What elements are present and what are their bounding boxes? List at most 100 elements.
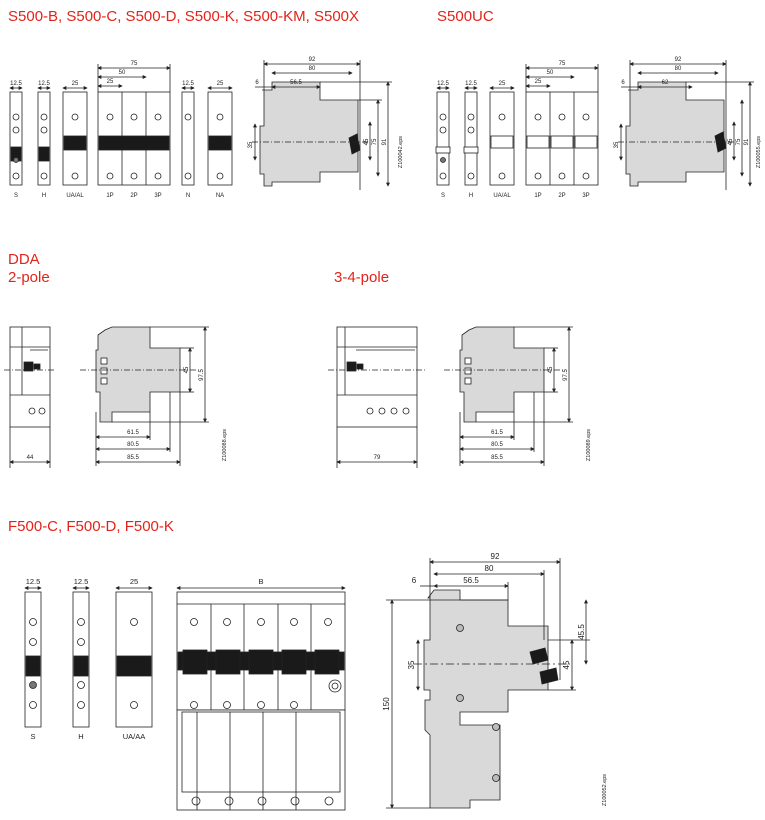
s500-module-h bbox=[37, 91, 51, 186]
svg-text:45: 45 bbox=[548, 366, 554, 373]
svg-text:2P: 2P bbox=[130, 193, 137, 199]
s500-file-ref: Z100042.eps bbox=[398, 136, 404, 168]
svg-text:25: 25 bbox=[72, 81, 79, 87]
svg-text:12.5: 12.5 bbox=[74, 577, 89, 586]
svg-text:3P: 3P bbox=[582, 193, 589, 199]
s500uc-file-ref: Z100055.eps bbox=[756, 136, 762, 168]
svg-text:62: 62 bbox=[662, 80, 669, 86]
svg-text:61.5: 61.5 bbox=[127, 430, 139, 436]
s500-side-view bbox=[252, 60, 392, 190]
svg-text:12.5: 12.5 bbox=[437, 81, 449, 87]
svg-text:N: N bbox=[186, 193, 190, 199]
dda-34pole-width: 79 bbox=[374, 455, 381, 461]
svg-text:150: 150 bbox=[382, 697, 391, 711]
f500-side-labels: 92 80 56.5 6 45.5 35 45 150 Z100052.eps bbox=[382, 552, 608, 806]
dda-2pole-side-labels: 45 97.5 61.5 80.5 85.5 Z100088.eps bbox=[127, 366, 228, 461]
svg-text:92: 92 bbox=[309, 57, 316, 63]
svg-text:92: 92 bbox=[675, 57, 682, 63]
svg-text:12.5: 12.5 bbox=[182, 81, 194, 87]
dda-34pole-front bbox=[328, 326, 426, 468]
s500-front-views bbox=[9, 64, 233, 186]
svg-text:3P: 3P bbox=[154, 193, 161, 199]
svg-text:50: 50 bbox=[547, 70, 554, 76]
svg-text:80.5: 80.5 bbox=[127, 442, 139, 448]
svg-text:UA/AA: UA/AA bbox=[123, 732, 146, 741]
s500-module-labels: S H UA/AL 1P 2P 3P N NA bbox=[14, 193, 224, 199]
svg-text:80: 80 bbox=[309, 66, 316, 72]
svg-text:35: 35 bbox=[407, 660, 416, 669]
s500-module-n bbox=[181, 91, 195, 186]
heading-dda: DDA bbox=[8, 251, 40, 268]
svg-text:S: S bbox=[441, 193, 445, 199]
dda-2pole-file-ref: Z100088.eps bbox=[222, 429, 228, 461]
svg-text:97.5: 97.5 bbox=[563, 369, 569, 381]
heading-f500: F500-C, F500-D, F500-K bbox=[8, 518, 174, 535]
svg-text:2P: 2P bbox=[558, 193, 565, 199]
svg-text:12.5: 12.5 bbox=[465, 81, 477, 87]
svg-text:25: 25 bbox=[107, 79, 114, 85]
dda-2pole-side bbox=[80, 326, 209, 466]
s500uc-width-labels: 12.5 12.5 25 75 50 25 bbox=[437, 61, 566, 87]
s500uc-module-labels: S H UA/AL 1P 2P 3P bbox=[441, 193, 590, 199]
svg-text:45: 45 bbox=[728, 138, 734, 145]
svg-text:NA: NA bbox=[216, 193, 224, 199]
svg-text:35: 35 bbox=[614, 141, 620, 148]
s500uc-front-views bbox=[435, 64, 599, 186]
heading-s500uc: S500UC bbox=[437, 8, 494, 25]
svg-text:H: H bbox=[469, 193, 473, 199]
svg-text:S: S bbox=[14, 193, 18, 199]
svg-text:56.5: 56.5 bbox=[463, 576, 479, 585]
svg-text:6: 6 bbox=[255, 80, 259, 86]
svg-text:H: H bbox=[78, 732, 83, 741]
f500-front-views bbox=[24, 586, 346, 811]
dda-34pole-file-ref: Z100089.eps bbox=[586, 429, 592, 461]
svg-text:61.5: 61.5 bbox=[491, 430, 503, 436]
svg-text:85.5: 85.5 bbox=[491, 455, 503, 461]
svg-text:97.5: 97.5 bbox=[199, 369, 205, 381]
svg-text:75: 75 bbox=[372, 138, 378, 145]
svg-text:80.5: 80.5 bbox=[491, 442, 503, 448]
svg-text:91: 91 bbox=[382, 138, 388, 145]
s500-side-labels: 92 80 56.5 6 35 45 75 91 Z100042.eps bbox=[248, 57, 404, 168]
svg-text:80: 80 bbox=[675, 66, 682, 72]
svg-text:6: 6 bbox=[412, 576, 417, 585]
f500-module-labels: S H UA/AA bbox=[30, 732, 145, 741]
svg-text:45: 45 bbox=[364, 138, 370, 145]
svg-text:80: 80 bbox=[485, 564, 494, 573]
svg-text:35: 35 bbox=[248, 141, 254, 148]
svg-text:25: 25 bbox=[535, 79, 542, 85]
heading-s500: S500-B, S500-C, S500-D, S500-K, S500-KM,… bbox=[8, 8, 360, 25]
s500uc-side-view bbox=[618, 60, 754, 190]
s500-module-s bbox=[9, 91, 23, 186]
svg-text:75: 75 bbox=[559, 61, 566, 67]
f500-side-view bbox=[386, 558, 590, 809]
svg-text:1P: 1P bbox=[534, 193, 541, 199]
svg-text:6: 6 bbox=[621, 80, 625, 86]
svg-text:45: 45 bbox=[562, 660, 571, 669]
svg-text:92: 92 bbox=[491, 552, 500, 561]
s500uc-side-labels: 92 80 62 6 35 45 75 91 Z100055.eps bbox=[614, 57, 762, 168]
svg-text:75: 75 bbox=[131, 61, 138, 67]
svg-text:H: H bbox=[42, 193, 46, 199]
svg-text:85.5: 85.5 bbox=[127, 455, 139, 461]
svg-text:UA/AL: UA/AL bbox=[493, 193, 511, 199]
dda-34pole-side bbox=[444, 326, 573, 466]
svg-text:25: 25 bbox=[217, 81, 224, 87]
svg-text:50: 50 bbox=[119, 70, 126, 76]
svg-text:12.5: 12.5 bbox=[10, 81, 22, 87]
svg-text:S: S bbox=[30, 732, 35, 741]
svg-text:45: 45 bbox=[184, 366, 190, 373]
dda-2pole-width: 44 bbox=[27, 455, 34, 461]
heading-dda-2pole: 2-pole bbox=[8, 269, 50, 286]
dda-34pole-side-labels: 45 97.5 61.5 80.5 85.5 Z100089.eps bbox=[491, 366, 592, 461]
heading-dda-34pole: 3-4-pole bbox=[334, 269, 390, 286]
svg-text:12.5: 12.5 bbox=[26, 577, 41, 586]
svg-text:91: 91 bbox=[744, 138, 750, 145]
svg-text:45.5: 45.5 bbox=[577, 624, 586, 640]
svg-text:75: 75 bbox=[736, 138, 742, 145]
s500-width-labels: 12.5 12.5 25 75 50 25 12.5 25 bbox=[10, 61, 224, 87]
svg-text:25: 25 bbox=[499, 81, 506, 87]
svg-text:B: B bbox=[258, 577, 263, 586]
f500-width-labels: 12.5 12.5 25 B bbox=[26, 577, 264, 586]
